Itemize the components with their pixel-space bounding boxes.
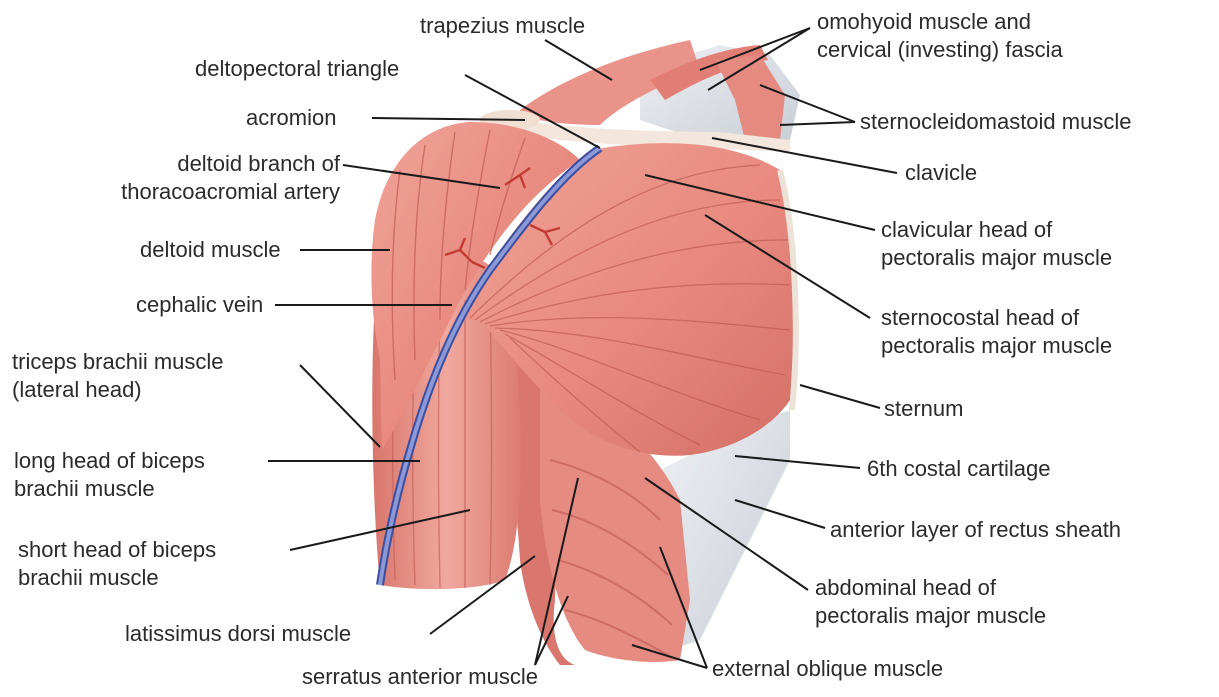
label-latissimus-dorsi: latissimus dorsi muscle	[125, 620, 351, 648]
label-text: latissimus dorsi muscle	[125, 620, 351, 648]
label-serratus-anterior: serratus anterior muscle	[302, 663, 538, 691]
label-text: pectoralis major muscle	[881, 332, 1112, 360]
label-text: abdominal head of	[815, 574, 1046, 602]
label-text: cervical (investing) fascia	[817, 36, 1063, 64]
label-short-head-biceps: short head of biceps brachii muscle	[18, 536, 216, 592]
label-text: sternocostal head of	[881, 304, 1112, 332]
label-text: pectoralis major muscle	[881, 244, 1112, 272]
label-external-oblique: external oblique muscle	[712, 655, 943, 683]
label-deltopectoral-triangle: deltopectoral triangle	[195, 55, 399, 83]
label-abdominal-head: abdominal head of pectoralis major muscl…	[815, 574, 1046, 630]
label-long-head-biceps: long head of biceps brachii muscle	[14, 447, 205, 503]
label-cephalic-vein: cephalic vein	[136, 291, 263, 319]
label-text: cephalic vein	[136, 291, 263, 319]
label-trapezius-muscle: trapezius muscle	[420, 12, 585, 40]
label-clavicle: clavicle	[905, 159, 977, 187]
label-clavicular-head: clavicular head of pectoralis major musc…	[881, 216, 1112, 272]
label-text: deltoid muscle	[140, 236, 281, 264]
label-text: sternocleidomastoid muscle	[860, 108, 1131, 136]
label-text: serratus anterior muscle	[302, 663, 538, 691]
label-sternocostal-head: sternocostal head of pectoralis major mu…	[881, 304, 1112, 360]
label-text: acromion	[246, 104, 336, 132]
label-sternocleidomastoid-muscle: sternocleidomastoid muscle	[860, 108, 1131, 136]
label-text: 6th costal cartilage	[867, 455, 1050, 483]
label-text: omohyoid muscle and	[817, 8, 1063, 36]
label-deltoid-branch-artery: deltoid branch of thoracoacromial artery	[52, 150, 340, 206]
label-acromion: acromion	[246, 104, 336, 132]
label-6th-costal-cartilage: 6th costal cartilage	[867, 455, 1050, 483]
label-text: clavicular head of	[881, 216, 1112, 244]
label-text: anterior layer of rectus sheath	[830, 516, 1121, 544]
label-text: brachii muscle	[14, 475, 205, 503]
label-text: sternum	[884, 395, 963, 423]
label-deltoid-muscle: deltoid muscle	[140, 236, 281, 264]
label-text: short head of biceps	[18, 536, 216, 564]
label-sternum: sternum	[884, 395, 963, 423]
label-text: (lateral head)	[12, 376, 224, 404]
label-text: thoracoacromial artery	[52, 178, 340, 206]
label-anterior-rectus-sheath: anterior layer of rectus sheath	[830, 516, 1121, 544]
label-text: deltopectoral triangle	[195, 55, 399, 83]
label-text: external oblique muscle	[712, 655, 943, 683]
label-text: brachii muscle	[18, 564, 216, 592]
label-text: long head of biceps	[14, 447, 205, 475]
label-triceps-brachii: triceps brachii muscle (lateral head)	[12, 348, 224, 404]
label-text: trapezius muscle	[420, 12, 585, 40]
label-omohyoid-muscle: omohyoid muscle and cervical (investing)…	[817, 8, 1063, 64]
label-text: pectoralis major muscle	[815, 602, 1046, 630]
label-text: clavicle	[905, 159, 977, 187]
label-text: triceps brachii muscle	[12, 348, 224, 376]
label-text: deltoid branch of	[52, 150, 340, 178]
